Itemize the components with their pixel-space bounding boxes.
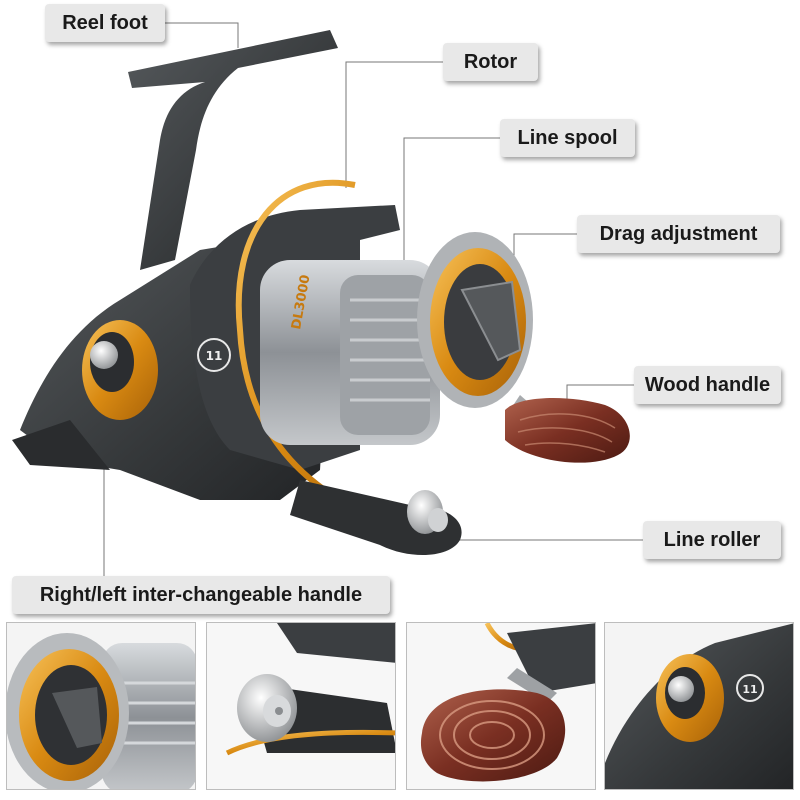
callout-interchangeable-handle: Right/left inter-changeable handle [12, 576, 390, 614]
detail-spool-closeup [6, 622, 196, 790]
wood-handle-shape [505, 398, 630, 463]
detail-wood-knob-closeup [406, 622, 596, 790]
callout-line-spool: Line spool [500, 119, 635, 157]
callout-drag-adjustment: Drag adjustment [577, 215, 780, 253]
bail-wire [235, 179, 411, 518]
fishing-reel-illustration: 11 DL3000 [12, 22, 643, 576]
bearings-badge-count-detail: 11 [742, 683, 757, 696]
detail-line-roller-closeup [206, 622, 396, 790]
callout-wood-handle: Wood handle [634, 366, 781, 404]
callout-rotor: Rotor [443, 43, 538, 81]
reel-foot-shape [128, 30, 338, 270]
detail-body-badge-closeup: 11 [604, 622, 794, 790]
callout-reel-foot: Reel foot [45, 4, 165, 42]
bearings-badge-count: 11 [206, 349, 223, 363]
line-roller-arm [290, 480, 462, 556]
callout-line-roller: Line roller [643, 521, 781, 559]
